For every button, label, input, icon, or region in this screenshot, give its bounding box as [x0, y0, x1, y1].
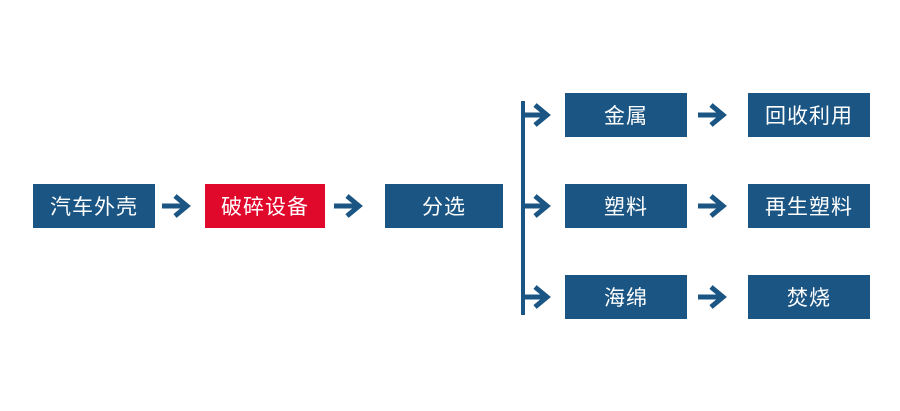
- right-arrow-icon: [698, 194, 727, 218]
- node-material-plastic: 塑料: [565, 184, 687, 228]
- right-arrow-icon: [698, 285, 727, 309]
- node-material-sponge: 海绵: [565, 275, 687, 319]
- node-process-highlighted: 破碎设备: [205, 184, 325, 228]
- branch-arrow-icon: [521, 285, 551, 309]
- node-outcome-recycle: 回收利用: [748, 93, 870, 137]
- node-outcome-recycled-plastic: 再生塑料: [748, 184, 870, 228]
- node-source: 汽车外壳: [33, 184, 155, 228]
- branch-arrow-icon: [521, 194, 551, 218]
- branch-arrow-icon: [521, 103, 551, 127]
- node-material-metal: 金属: [565, 93, 687, 137]
- node-sorter: 分选: [385, 184, 503, 228]
- right-arrow-icon: [334, 194, 363, 218]
- node-outcome-incineration: 焚烧: [748, 275, 870, 319]
- right-arrow-icon: [698, 103, 727, 127]
- right-arrow-icon: [162, 194, 191, 218]
